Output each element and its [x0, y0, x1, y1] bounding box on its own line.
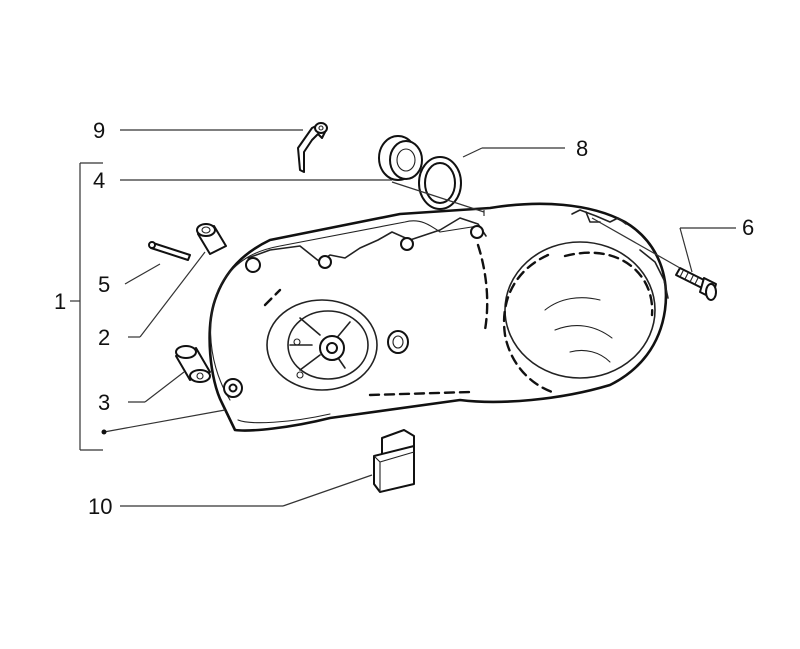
bracket-clip: [297, 122, 328, 173]
dowel-pin: [148, 241, 191, 261]
transmission-cover: [208, 202, 669, 432]
middle-boss: [387, 330, 409, 354]
seal-ring: [418, 156, 462, 210]
callout-3: 3: [98, 390, 110, 415]
bearing: [378, 135, 423, 181]
spacer: [175, 345, 211, 383]
block-insert: [373, 429, 415, 493]
lug-hole: [400, 237, 414, 251]
callout-1: 1: [54, 289, 66, 314]
leader-lines: [101, 129, 736, 507]
callout-8: 8: [576, 136, 588, 161]
lug-hole: [245, 257, 261, 273]
callout-6: 6: [742, 215, 754, 240]
hub-recess: [266, 299, 378, 391]
callout-9: 9: [93, 118, 105, 143]
callout-labels: 1 2 3 4 5 6 8 9 10: [54, 118, 754, 519]
callout-2: 2: [98, 325, 110, 350]
bushing: [196, 223, 227, 255]
lug-hole: [318, 255, 332, 269]
lug-hole: [470, 225, 484, 239]
clutch-dome: [504, 241, 656, 379]
callout-10: 10: [88, 494, 112, 519]
bolt: [675, 267, 717, 301]
group-bracket: [70, 162, 103, 451]
callout-4: 4: [93, 168, 105, 193]
callout-5: 5: [98, 272, 110, 297]
